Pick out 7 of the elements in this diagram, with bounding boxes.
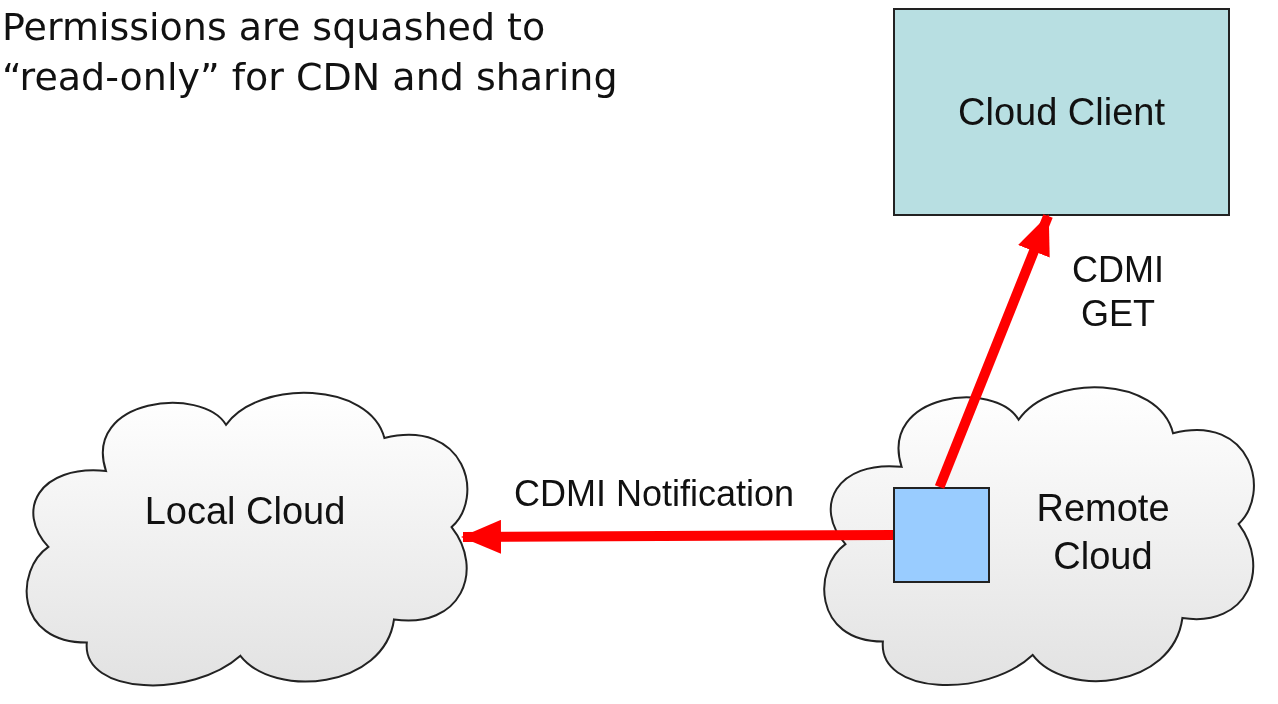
cloud-label: Remote Cloud xyxy=(1035,486,1171,579)
client-box: Cloud Client xyxy=(893,8,1230,216)
arrow xyxy=(934,214,1053,489)
cloud-label: Local Cloud xyxy=(143,489,347,534)
note-text: Permissions are squashed to “read-only” for CDN and sharing xyxy=(2,4,619,101)
object-square xyxy=(893,487,990,583)
arrow xyxy=(461,519,894,554)
